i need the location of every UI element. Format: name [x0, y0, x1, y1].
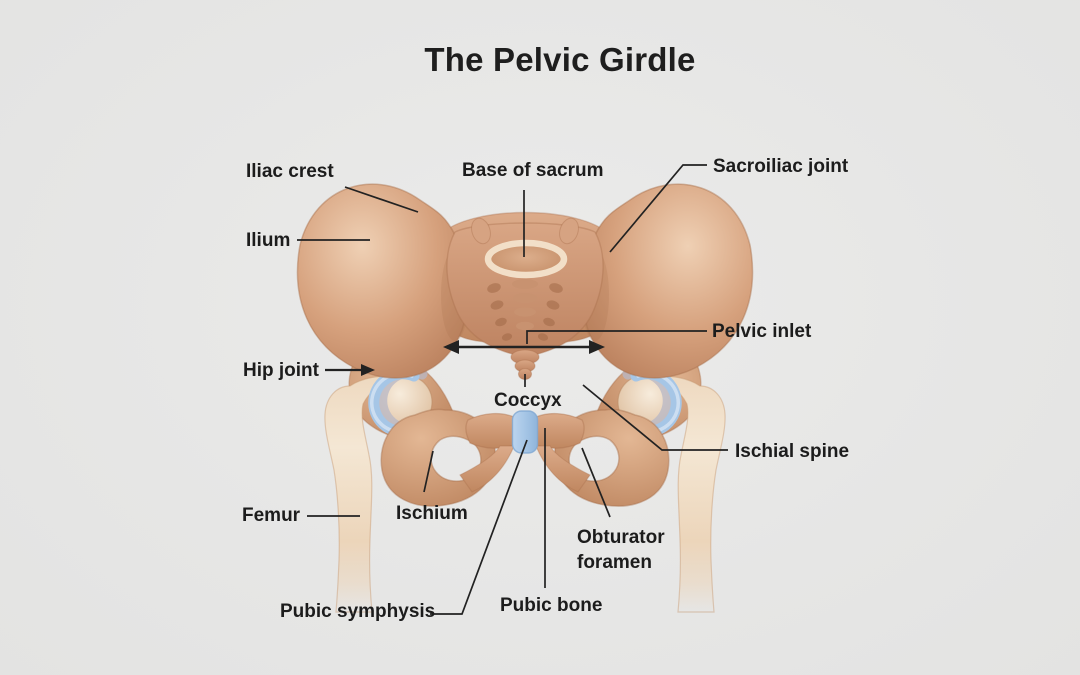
label-iliac-crest: Iliac crest [246, 161, 334, 182]
pelvic-inlet-arrow [443, 340, 605, 354]
sacrum-base [484, 239, 568, 279]
label-ischium: Ischium [396, 503, 468, 524]
label-obturator-foramen: Obturator foramen [577, 527, 665, 573]
label-pelvic-inlet: Pelvic inlet [712, 321, 812, 342]
label-femur: Femur [242, 505, 301, 526]
label-base-of-sacrum: Base of sacrum [462, 160, 604, 181]
label-pubic-bone: Pubic bone [500, 595, 603, 616]
sacral-process-right [559, 217, 579, 245]
pubic-symphysis-cartilage [511, 410, 539, 454]
label-pubic-symphysis: Pubic symphysis [280, 601, 436, 622]
label-ischial-spine: Ischial spine [735, 441, 850, 462]
sacroiliac-joint-leader-line [609, 164, 707, 253]
ischial-spine-leader-line [582, 384, 728, 451]
obturator-foramen-leader-line [581, 447, 611, 518]
diagram-title: The Pelvic Girdle [424, 41, 696, 78]
iliac-crest-leader-line [344, 186, 419, 213]
sacral-process-left [471, 217, 491, 245]
label-sacroiliac-joint: Sacroiliac joint [713, 156, 849, 177]
ischium-leader-line [423, 450, 434, 493]
pubic-symphysis-leader-line [430, 439, 528, 615]
hip-joint-arrow [325, 364, 375, 376]
leader-lines [297, 164, 728, 615]
sacral-foramina [487, 283, 563, 341]
pelvic-inlet-leader-line [526, 330, 707, 344]
sacral-ridge [512, 279, 538, 331]
label-ilium: Ilium [246, 230, 291, 251]
label-hip-joint: Hip joint [243, 360, 319, 381]
label-coccyx: Coccyx [494, 390, 562, 411]
